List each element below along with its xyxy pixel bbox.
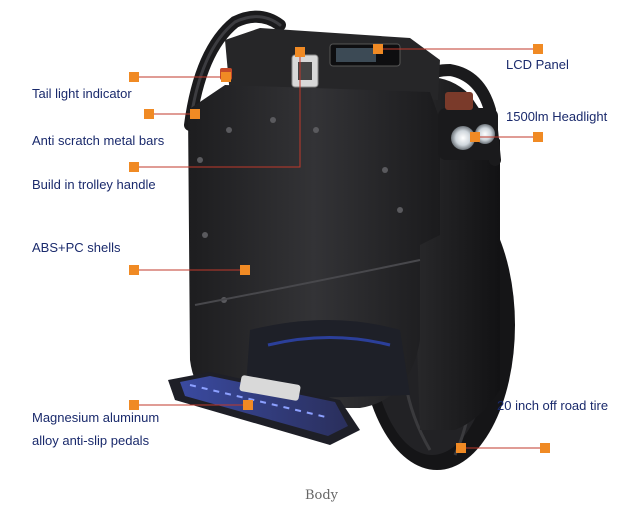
marker-trolley-handle-end: [295, 47, 305, 57]
label-pedals-line1: Magnesium aluminum: [32, 410, 160, 425]
marker-shells: [129, 265, 139, 275]
marker-lcd-end: [373, 44, 383, 54]
lcd-screen: [336, 48, 376, 62]
leader-lines: [134, 48, 545, 449]
label-shells: ABS+PC shells: [32, 240, 121, 255]
label-metal-bars: Anti scratch metal bars: [32, 133, 165, 148]
label-tail-light: Tail light indicator: [32, 86, 132, 101]
marker-headlight-end: [470, 132, 480, 142]
marker-tire: [540, 443, 550, 453]
marker-metal-bars-end: [190, 109, 200, 119]
marker-tire-end: [456, 443, 466, 453]
marker-trolley-handle: [129, 162, 139, 172]
marker-tail-light-end: [221, 72, 231, 82]
shell-seam: [194, 259, 421, 306]
marker-metal-bars: [144, 109, 154, 119]
label-tire: 20 inch off road tire: [497, 398, 609, 413]
marker-lcd-panel: [533, 44, 543, 54]
marker-tail-light: [129, 72, 139, 82]
headlight: [438, 92, 498, 160]
label-trolley-handle: Build in trolley handle: [32, 177, 156, 192]
figure-caption: Body: [304, 488, 339, 503]
callout-markers: [129, 44, 550, 453]
label-lcd-panel: LCD Panel: [506, 57, 569, 72]
marker-headlight: [533, 132, 543, 142]
label-pedals-line2: alloy anti-slip pedals: [32, 433, 150, 448]
marker-pedals: [129, 400, 139, 410]
marker-shells-end: [240, 265, 250, 275]
marker-pedals-end: [243, 400, 253, 410]
pedal: [168, 372, 360, 445]
label-headlight: 1500lm Headlight: [506, 109, 608, 124]
